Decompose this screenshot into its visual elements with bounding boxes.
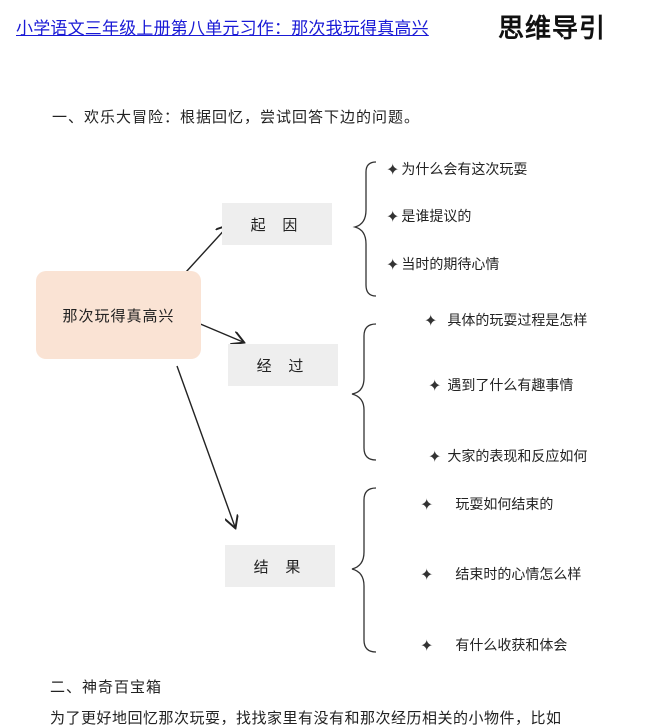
four-point-star-icon: ✦ [420, 494, 434, 514]
arrow-to-process [197, 322, 243, 342]
section-two-heading: 二、神奇百宝箱 [50, 678, 163, 696]
four-point-star-icon: ✦ [428, 446, 442, 466]
four-point-star-icon: ✦ [424, 310, 438, 330]
four-point-star-icon: ✦ [386, 254, 400, 274]
arrow-to-result [176, 365, 235, 527]
document-title-link[interactable]: 小学语文三年级上册第八单元习作：那次我玩得真高兴 [16, 19, 429, 39]
stage-box-result: 结 果 [225, 545, 335, 587]
stage-label-process: 经 过 [256, 356, 310, 375]
section-one-heading: 一、欢乐大冒险：根据回忆，尝试回答下边的问题。 [52, 108, 421, 126]
list-item: ✦ 当时的期待心情 [386, 254, 500, 274]
list-item: ✦ 是谁提议的 [386, 206, 472, 226]
four-point-star-icon: ✦ [386, 159, 400, 179]
list-item: ✦ 结束时的心情怎么样 [420, 564, 582, 584]
page-title: 思维导引 [498, 14, 607, 44]
list-item: ✦ 为什么会有这次玩耍 [386, 159, 528, 179]
list-item: ✦ 遇到了什么有趣事情 [428, 375, 574, 395]
center-topic-label: 那次玩得真高兴 [62, 306, 175, 325]
list-item: ✦ 玩耍如何结束的 [420, 494, 554, 514]
arrow-to-cause [185, 226, 228, 273]
four-point-star-icon: ✦ [420, 564, 434, 584]
four-point-star-icon: ✦ [386, 206, 400, 226]
list-item: ✦ 有什么收获和体会 [420, 635, 568, 655]
list-item: ✦ 大家的表现和反应如何 [428, 446, 588, 466]
four-point-star-icon: ✦ [428, 375, 442, 395]
section-two-paragraph: 为了更好地回忆那次玩耍，找找家里有没有和那次经历相关的小物件，比如 [50, 709, 562, 727]
brace-process [351, 323, 377, 461]
list-item: ✦ 具体的玩耍过程是怎样 [424, 310, 588, 330]
brace-result [351, 487, 377, 653]
brace-cause [352, 161, 377, 297]
stage-box-process: 经 过 [228, 344, 338, 386]
stage-label-result: 结 果 [253, 557, 307, 576]
four-point-star-icon: ✦ [420, 635, 434, 655]
stage-box-cause: 起 因 [222, 203, 332, 245]
stage-label-cause: 起 因 [250, 215, 304, 234]
center-topic-box: 那次玩得真高兴 [36, 271, 201, 359]
